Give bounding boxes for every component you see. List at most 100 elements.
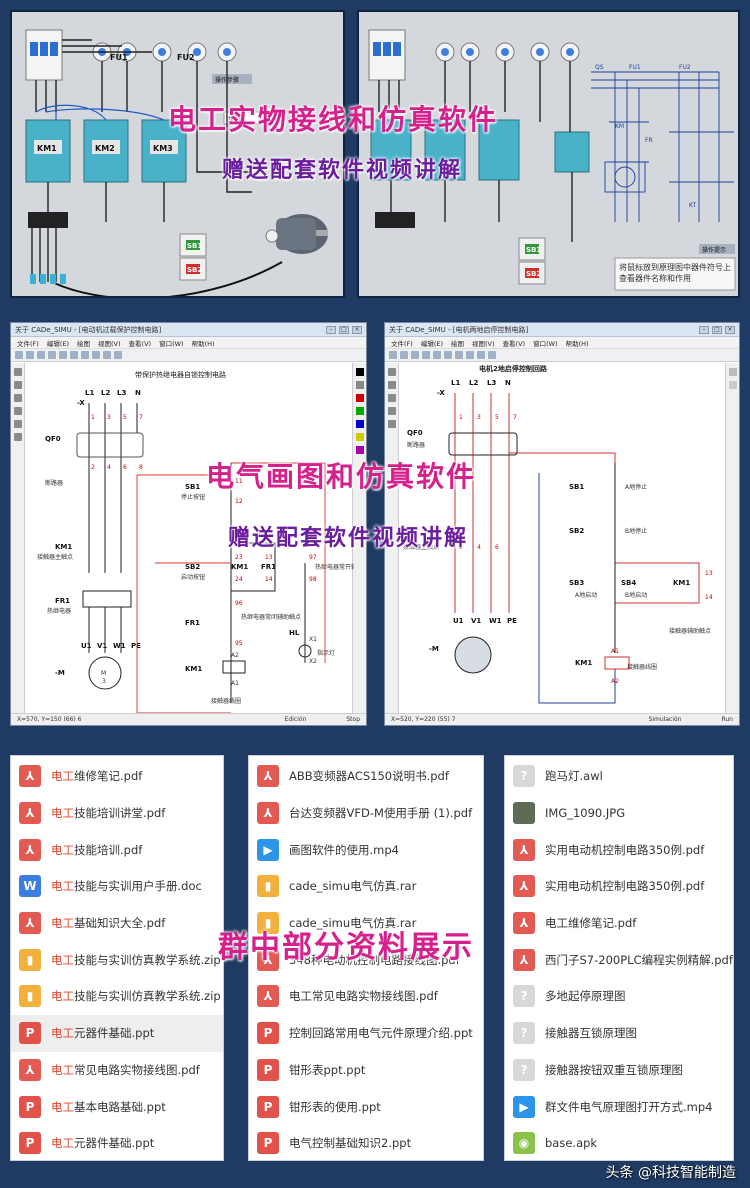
menu-view[interactable]: 视图(V) bbox=[472, 340, 495, 348]
close-icon[interactable]: × bbox=[725, 325, 735, 334]
new-icon[interactable] bbox=[389, 351, 397, 359]
color-gray-icon[interactable] bbox=[356, 381, 364, 389]
scroll-thumb[interactable] bbox=[729, 381, 737, 389]
window-titlebar[interactable]: 关于 CADe_SIMU - [电机两地启停控制电路] –□× bbox=[385, 323, 739, 337]
line-icon[interactable] bbox=[388, 381, 396, 389]
maximize-icon[interactable]: □ bbox=[712, 325, 722, 334]
run-icon[interactable] bbox=[103, 351, 111, 359]
file-item[interactable]: ⅄台达变频器VFD-M使用手册 (1).pdf bbox=[249, 795, 483, 832]
open-icon[interactable] bbox=[400, 351, 408, 359]
window-titlebar[interactable]: 关于 CADe_SIMU - [电动机过载保护控制电路] –□× bbox=[11, 323, 366, 337]
file-item[interactable]: ▶群文件电气原理图打开方式.mp4 bbox=[505, 1088, 733, 1125]
color-yellow-icon[interactable] bbox=[356, 433, 364, 441]
num-14: 14 bbox=[265, 576, 273, 583]
run-icon[interactable] bbox=[477, 351, 485, 359]
pointer-icon[interactable] bbox=[14, 368, 22, 376]
file-item[interactable]: ▶画图软件的使用.mp4 bbox=[249, 831, 483, 868]
file-item[interactable]: ▮cade_simu电气仿真.rar bbox=[249, 868, 483, 905]
scroll-up-icon[interactable] bbox=[729, 368, 737, 376]
file-item[interactable]: ⅄实用电动机控制电路350例.pdf bbox=[505, 831, 733, 868]
file-item[interactable]: ▮电工技能与实训仿真教学系统.zip bbox=[11, 941, 223, 978]
file-item[interactable]: ⅄电工技能培训讲堂.pdf bbox=[11, 795, 223, 832]
new-icon[interactable] bbox=[15, 351, 23, 359]
menu-draw[interactable]: 绘图 bbox=[77, 340, 90, 348]
menu-help[interactable]: 帮助(H) bbox=[565, 340, 589, 348]
file-item[interactable]: ⅄电工常见电路实物接线图.pdf bbox=[249, 978, 483, 1015]
fill-icon[interactable] bbox=[14, 433, 22, 441]
lbl-v1: V1 bbox=[97, 642, 107, 650]
paste-icon[interactable] bbox=[81, 351, 89, 359]
circle-icon[interactable] bbox=[388, 407, 396, 415]
minimize-icon[interactable]: – bbox=[326, 325, 336, 334]
file-item[interactable]: ⅄ABB变频器ACS150说明书.pdf bbox=[249, 758, 483, 795]
stop-icon[interactable] bbox=[114, 351, 122, 359]
menu-file[interactable]: 文件(F) bbox=[391, 340, 413, 348]
file-item[interactable]: ⅄电工维修笔记.pdf bbox=[11, 758, 223, 795]
color-purple-icon[interactable] bbox=[356, 446, 364, 454]
save-icon[interactable] bbox=[37, 351, 45, 359]
menu-draw[interactable]: 绘图 bbox=[451, 340, 464, 348]
file-item[interactable]: ?接触器互锁原理图 bbox=[505, 1015, 733, 1052]
menu-look[interactable]: 查看(V) bbox=[502, 340, 526, 348]
open-icon[interactable] bbox=[26, 351, 34, 359]
file-item[interactable]: ⅄实用电动机控制电路350例.pdf bbox=[505, 868, 733, 905]
color-green-icon[interactable] bbox=[356, 407, 364, 415]
cut-icon[interactable] bbox=[59, 351, 67, 359]
zoom-icon[interactable] bbox=[466, 351, 474, 359]
line-icon[interactable] bbox=[14, 381, 22, 389]
file-item[interactable]: ▮cade_simu电气仿真.rar bbox=[249, 905, 483, 942]
save-icon[interactable] bbox=[411, 351, 419, 359]
file-item[interactable]: ?跑马灯.awl bbox=[505, 758, 733, 795]
stop-icon[interactable] bbox=[488, 351, 496, 359]
menu-edit[interactable]: 编辑(E) bbox=[46, 340, 69, 348]
maximize-icon[interactable]: □ bbox=[339, 325, 349, 334]
text-icon[interactable] bbox=[14, 420, 22, 428]
file-item[interactable]: ?接触器按钮双重互锁原理图 bbox=[505, 1052, 733, 1089]
menu-view[interactable]: 视图(V) bbox=[98, 340, 121, 348]
text-icon[interactable] bbox=[388, 420, 396, 428]
print-icon[interactable] bbox=[48, 351, 56, 359]
file-name-highlight: 电工 bbox=[51, 1026, 74, 1041]
paste-icon[interactable] bbox=[455, 351, 463, 359]
file-item[interactable]: ▮电工技能与实训仿真教学系统.zip bbox=[11, 978, 223, 1015]
color-blue-icon[interactable] bbox=[356, 420, 364, 428]
menu-window[interactable]: 窗口(W) bbox=[533, 340, 558, 348]
color-red-icon[interactable] bbox=[356, 394, 364, 402]
minimize-icon[interactable]: – bbox=[699, 325, 709, 334]
pointer-icon[interactable] bbox=[388, 368, 396, 376]
menu-help[interactable]: 帮助(H) bbox=[191, 340, 215, 348]
rect-icon[interactable] bbox=[14, 394, 22, 402]
copy-icon[interactable] bbox=[70, 351, 78, 359]
print-icon[interactable] bbox=[422, 351, 430, 359]
menu-look[interactable]: 查看(V) bbox=[128, 340, 152, 348]
file-item[interactable]: ⅄电工技能培训.pdf bbox=[11, 831, 223, 868]
menu-edit[interactable]: 编辑(E) bbox=[420, 340, 443, 348]
file-item[interactable]: IMG_1090.JPG bbox=[505, 795, 733, 832]
close-icon[interactable]: × bbox=[352, 325, 362, 334]
drawing-canvas[interactable]: 带保护热继电器自锁控制电路 -X L1 L2 L3 N QF0 KM1 FR1 … bbox=[25, 363, 366, 714]
copy-icon[interactable] bbox=[444, 351, 452, 359]
file-item[interactable]: ⅄西门子S7-200PLC编程实例精解.pdf bbox=[505, 941, 733, 978]
file-item[interactable]: ⅄348种电动机控制电路接线图.pdf bbox=[249, 941, 483, 978]
color-black-icon[interactable] bbox=[356, 368, 364, 376]
zoom-icon[interactable] bbox=[92, 351, 100, 359]
file-item[interactable]: ⅄电工基础知识大全.pdf bbox=[11, 905, 223, 942]
circle-icon[interactable] bbox=[14, 407, 22, 415]
file-item[interactable]: ⅄电工常见电路实物接线图.pdf bbox=[11, 1052, 223, 1089]
drawing-canvas[interactable]: 电机2地启停控制回路 -X L1 L2 L3 N QF0 SB1 SB2 SB3… bbox=[399, 363, 725, 713]
file-item[interactable]: ◉base.apk bbox=[505, 1125, 733, 1162]
rect-icon[interactable] bbox=[388, 394, 396, 402]
file-item[interactable]: ⅄电工维修笔记.pdf bbox=[505, 905, 733, 942]
cut-icon[interactable] bbox=[433, 351, 441, 359]
menu-window[interactable]: 窗口(W) bbox=[159, 340, 184, 348]
menu-file[interactable]: 文件(F) bbox=[17, 340, 39, 348]
file-item[interactable]: ?多地起停原理图 bbox=[505, 978, 733, 1015]
